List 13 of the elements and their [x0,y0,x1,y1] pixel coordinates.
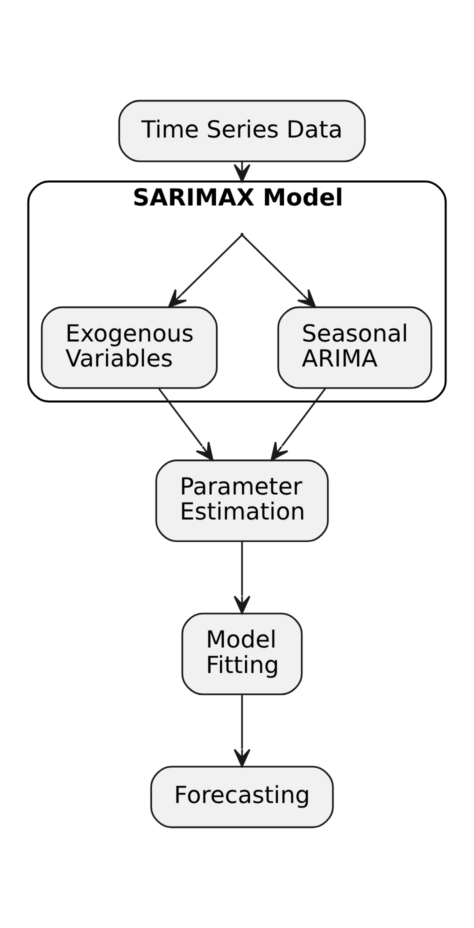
arrow [234,162,250,182]
arrow [158,388,214,461]
node-box: Seasonal ARIMA [277,306,432,389]
node-box: Exogenous Variables [40,306,218,389]
arrow [234,694,250,768]
node-box: Time Series Data [118,100,366,162]
node-box: Parameter Estimation [155,460,329,542]
arrow [242,234,316,308]
arrow [270,388,326,461]
node-box: Forecasting [150,766,334,828]
node-box: Model Fitting [181,612,303,696]
arrow [168,234,243,308]
arrow [234,542,250,614]
